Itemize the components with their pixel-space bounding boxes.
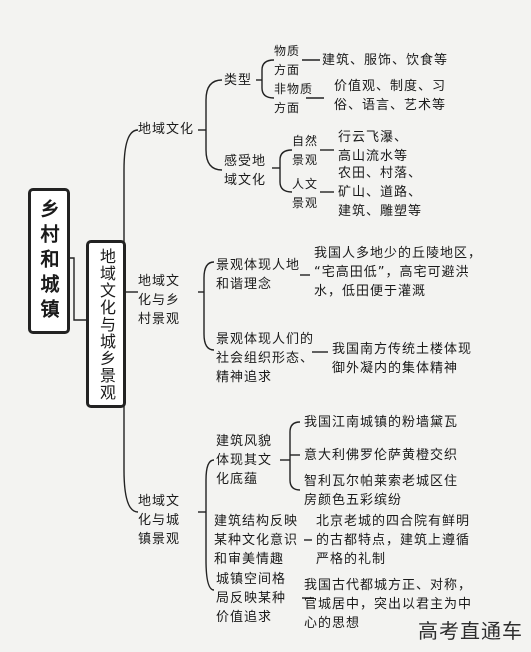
branch-urban-landscape: 地域文 化与城 镇景观 [138, 494, 181, 547]
leaf-style-3: 智利瓦尔帕莱索老城区住 房颜色五彩缤纷 [304, 474, 459, 508]
leaf-style-1: 我国江南城镇的粉墙黛瓦 [304, 415, 459, 430]
main-topic-node: 地域文化与城乡景观 [86, 240, 126, 408]
branch-rural-landscape: 地域文 化与乡 村景观 [138, 274, 181, 327]
node-harmony: 景观体现人地 和谐理念 [216, 258, 301, 292]
leaf-natural: 行云飞瀑、 高山流水等 [338, 130, 409, 164]
leaf-style-2: 意大利佛罗伦萨黄橙交织 [304, 448, 459, 463]
node-material: 物质 方面 [274, 44, 301, 77]
node-human: 人文 景观 [292, 177, 319, 210]
main-topic-label: 地域文化与城乡景观 [97, 247, 116, 401]
leaf-human: 农田、村落、 矿山、道路、 建筑、雕塑等 [338, 166, 423, 219]
node-space: 城镇空间格 局反映某种 价值追求 [216, 572, 287, 625]
branch-regional-culture: 地域文化 [138, 122, 195, 137]
leaf-structure: 北京老城的四合院有鲜明 的古都特点，建筑上遵循 严格的礼制 [316, 514, 471, 567]
leaf-harmony: 我国人多地少的丘陵地区， “宅高田低”，高宅可避洪 水，低田便于灌溉 [314, 246, 483, 299]
node-style: 建筑风貌 体现其文 化底蕴 [216, 434, 273, 487]
node-nonmaterial: 非物质 方面 [274, 82, 314, 115]
node-perceive: 感受地 域文化 [224, 154, 267, 188]
leaf-nonmaterial: 价值观、制度、习 俗、语言、艺术等 [334, 79, 447, 113]
watermark: 高考直通车 [418, 619, 523, 643]
root-node: 乡村和城镇 [28, 188, 70, 334]
node-type: 类型 [224, 73, 253, 88]
leaf-space: 我国古代都城方正、对称， 官城居中，突出以君主为中 心的思想 [304, 578, 473, 631]
leaf-social: 我国南方传统土楼体现 御外凝内的集体精神 [332, 342, 473, 376]
leaf-material: 建筑、服饰、饮食等 [322, 53, 449, 68]
root-label: 乡村和城镇 [37, 198, 60, 324]
node-structure: 建筑结构反映 某种文化意识 和审美情趣 [214, 514, 299, 567]
node-natural: 自然 景观 [292, 134, 319, 167]
node-social: 景观体现人们的 社会组织形态、 精神追求 [216, 332, 315, 385]
